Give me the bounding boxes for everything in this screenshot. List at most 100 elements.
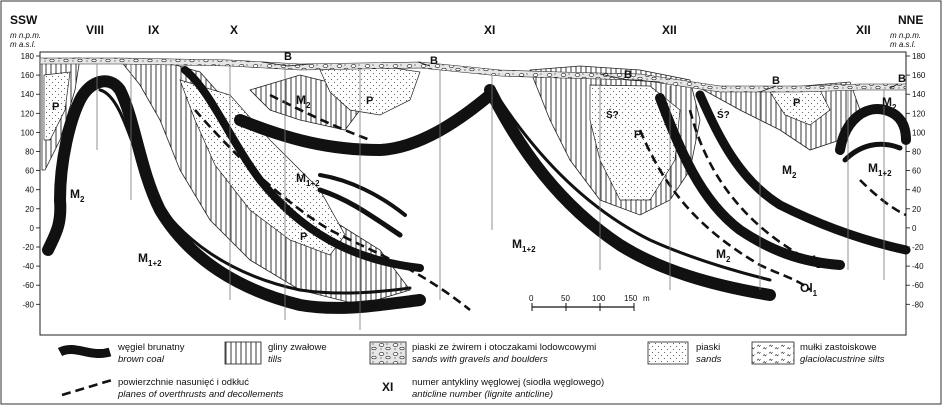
left-orientation-label: SSW [10, 13, 38, 27]
label-m12: M1+2 [512, 237, 536, 254]
anticline-label-xi: XI [484, 23, 495, 37]
label-s-uncertain: Ś? [606, 108, 619, 121]
y-tick-label-left: 40 [25, 186, 34, 195]
left-axis-unit-en: m a.s.l. [10, 40, 36, 49]
b-pointer-lines [261, 61, 899, 93]
coal-seam-x-lens-2 [318, 173, 407, 217]
label-s-uncertain: Ś? [717, 108, 730, 121]
legend-anticline-en: anticline number (lignite anticline) [412, 389, 553, 400]
label-b: B [284, 51, 292, 63]
legend-item-sands: piaski sands [647, 341, 722, 365]
scale-tick-50: 50 [561, 294, 570, 303]
legend-silt-swatch [751, 341, 795, 365]
label-p: P [366, 95, 373, 107]
legend-item-anticline: XI numer antykliny węglowej (siodła węgl… [382, 377, 604, 400]
y-tick-label-right: -20 [912, 243, 924, 252]
label-p: P [634, 129, 641, 141]
legend-sands-pl: piaski [696, 342, 720, 353]
y-tick-label-left: 140 [21, 90, 35, 99]
coal-seam-xi-xii [484, 84, 776, 301]
legend-tills-en: tills [268, 354, 282, 365]
scale-tick-0: 0 [529, 294, 534, 303]
coal-seams [42, 66, 911, 314]
legend-till-swatch [224, 341, 262, 365]
y-tick-label-left: 60 [25, 167, 34, 176]
legend-tills-pl: gliny zwałowe [268, 342, 327, 353]
coal-seam-xii-lower [695, 90, 911, 255]
y-tick-label-left: -20 [22, 243, 34, 252]
thrust-plane-5 [859, 179, 907, 217]
label-ol1: Ol1 [800, 281, 818, 298]
legend-coal-en: brown coal [118, 354, 165, 365]
legend-anticline-pl: numer antykliny węglowej (siodła węglowe… [412, 377, 604, 388]
right-axis-unit-pl: m n.p.m. [890, 31, 921, 40]
legend-gravels-en: sands with gravels and boulders [412, 354, 548, 365]
coal-seam-xii-right-fold [835, 104, 911, 155]
legend-thrust-swatch [61, 378, 113, 397]
scale-tick-100: 100 [592, 294, 606, 303]
legend-gravels-pl: piaski ze żwirem i otoczakami lodowcowym… [412, 342, 596, 353]
legend-silts-en: glaciolacustrine silts [800, 354, 885, 365]
label-p: P [52, 101, 59, 113]
legend-coal-pl: węgiel brunatny [117, 342, 185, 353]
right-orientation-label: NNE [898, 13, 923, 27]
anticline-label-x: X [230, 23, 238, 37]
legend-item-tills: gliny zwałowe tills [224, 341, 327, 365]
anticline-label-viii: VIII [86, 23, 104, 37]
y-tick-label-right: 100 [912, 128, 926, 137]
label-b: B [898, 73, 906, 85]
y-tick-label-left: 0 [30, 224, 35, 233]
y-tick-label-right: 20 [912, 205, 921, 214]
y-tick-label-left: 180 [21, 52, 35, 61]
y-tick-label-right: -80 [912, 300, 924, 309]
legend-sands-en: sands [696, 354, 722, 365]
surface-gravel-layer [39, 57, 907, 93]
coal-seam-xii-right-inner [842, 141, 903, 163]
legend: węgiel brunatny brown coal gliny zwałowe… [57, 341, 885, 400]
legend-coal-swatch [57, 344, 112, 358]
y-tick-label-left: -40 [22, 262, 34, 271]
anticline-label-ix: IX [148, 23, 159, 37]
label-m2: M2 [882, 95, 897, 112]
label-m2: M2 [296, 93, 311, 110]
left-axis-unit-pl: m n.p.m. [10, 31, 41, 40]
y-tick-label-right: 80 [912, 148, 921, 157]
y-tick-label-left: 20 [25, 205, 34, 214]
y-tick-label-left: 80 [25, 148, 34, 157]
sand-body-left [43, 71, 71, 141]
y-tick-label-left: 160 [21, 71, 35, 80]
y-tick-label-left: -80 [22, 300, 34, 309]
scale-bar: 0 50 100 150 m [529, 294, 650, 311]
label-m12: M1+2 [868, 161, 892, 178]
y-tick-label-right: 160 [912, 71, 926, 80]
y-tick-label-right: -40 [912, 262, 924, 271]
y-tick-label-left: 100 [21, 128, 35, 137]
legend-item-thrust: powierzchnie nasunięć i odkłuć planes of… [61, 377, 284, 400]
label-m2: M2 [782, 163, 797, 180]
scale-tick-150: 150 [624, 294, 638, 303]
legend-sand-swatch [647, 341, 689, 365]
y-tick-label-left: 120 [21, 109, 35, 118]
label-m2: M2 [716, 247, 731, 264]
anticline-label-xii-right: XII [856, 23, 871, 37]
label-b: B [430, 55, 438, 67]
legend-item-gravels: piaski ze żwirem i otoczakami lodowcowym… [369, 341, 596, 365]
coal-seam-xii [655, 93, 845, 270]
thrust-plane-3 [638, 129, 811, 291]
coal-seam-x-upper [234, 89, 496, 157]
label-m12: M1+2 [296, 171, 320, 188]
legend-silts-pl: mułki zastoiskowe [800, 342, 877, 353]
right-axis-unit-en: m a.s.l. [890, 40, 916, 49]
thrust-plane-4 [688, 109, 801, 257]
y-tick-label-right: 140 [912, 90, 926, 99]
scale-unit: m [643, 294, 650, 303]
coal-seam-x [181, 66, 424, 272]
y-tick-label-right: 60 [912, 167, 921, 176]
label-b: B [624, 69, 632, 81]
label-m12: M1+2 [806, 253, 830, 270]
borehole-lines [96, 64, 885, 330]
